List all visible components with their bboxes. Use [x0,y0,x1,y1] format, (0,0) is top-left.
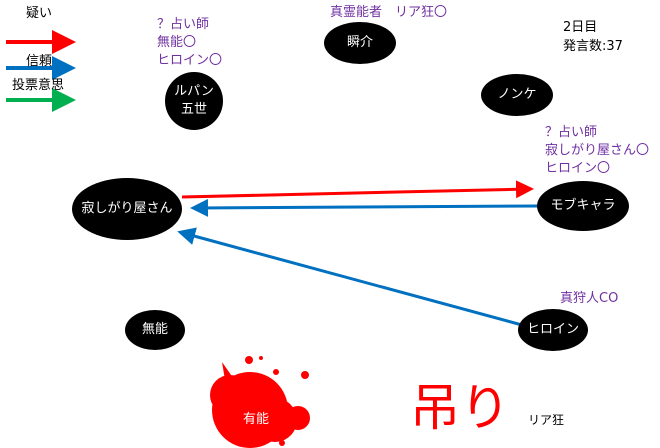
legend-label-trust: 信頼 [26,54,53,69]
player-node-shunsuke[interactable]: 瞬介 [324,22,396,64]
player-node-nonke[interactable]: ノンケ [481,74,553,116]
game-info: 2日目発言数:37 [563,18,623,56]
player-node-yuunou[interactable]: 有能 [242,412,269,427]
trust-arrow-mobchara-to-sabishigari [190,198,539,217]
player-node-heroine[interactable]: ヒロイン [518,309,588,351]
hanged-label: 吊り [410,379,510,437]
player-node-sabishigari[interactable]: 寂しがり屋さん [72,178,182,240]
legend-label-suspicion: 疑い [26,6,53,21]
note-shunsuke: 真霊能者 リア狂〇 [330,5,448,20]
blood-splatter-icon [210,356,310,448]
note-mobchara: ？占い師 寂しがり屋さん〇 ヒロイン〇 [545,125,650,176]
trust-arrow-heroine-to-sabishigari [177,227,523,327]
player-node-lupin[interactable]: ルパン 五世 [165,72,223,130]
note-heroine: 真狩人CO [560,291,619,306]
message-count: 発言数:37 [563,39,623,54]
player-node-munou[interactable]: 無能 [125,310,185,350]
day-label: 2日目 [563,20,598,35]
note-lupin: ？占い師 無能〇 ヒロイン〇 [157,17,223,68]
hanged-role: リア狂 [528,413,565,427]
player-node-mobchara[interactable]: モブキャラ [537,181,629,231]
legend-label-vote: 投票意思 [12,78,65,93]
suspicion-arrow-sabishigari-to-mobchara [181,180,534,199]
